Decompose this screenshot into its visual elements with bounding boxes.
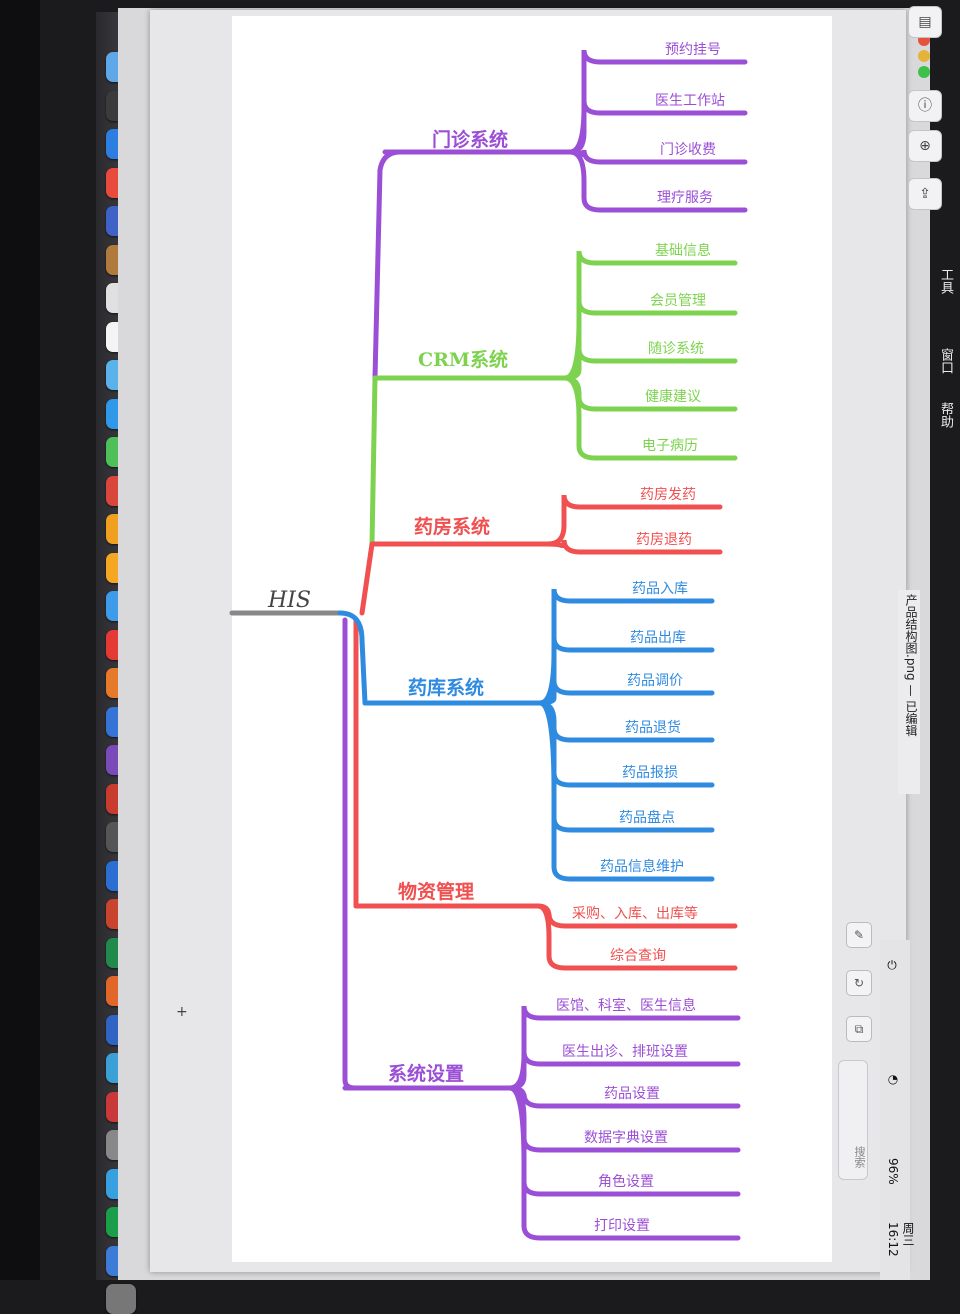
child-label: 药房发药: [640, 487, 696, 503]
child-connector: [537, 680, 715, 706]
child-connector: [537, 637, 715, 706]
menubar-status: ⏻ ◔ 96% 周三16:12: [880, 940, 915, 1280]
child-label: 药品出库: [630, 630, 686, 646]
child-connector: [567, 100, 748, 155]
monitor-bezel: [0, 0, 40, 1280]
battery-status[interactable]: 96%: [886, 1158, 900, 1185]
branch-label: 系统设置: [388, 1062, 464, 1085]
zoom-in-icon[interactable]: ⊕: [908, 130, 942, 162]
child-connector: [567, 149, 748, 213]
child-label: 随诊系统: [648, 341, 704, 357]
child-label: 健康建议: [645, 388, 701, 405]
share-icon[interactable]: ⇪: [908, 178, 942, 210]
sidebar-icon[interactable]: ▤: [908, 6, 942, 38]
child-label: 医馆、科室、医生信息: [556, 997, 696, 1014]
child-label: 基础信息: [655, 242, 711, 259]
branch-label: 物资管理: [398, 880, 474, 903]
pen-icon[interactable]: ✎: [846, 922, 872, 948]
menu-tools[interactable]: 工具: [938, 268, 953, 294]
child-connector: [535, 903, 738, 971]
child-connector: [537, 588, 715, 706]
child-label: 药品调价: [627, 673, 683, 689]
child-label: 药品报损: [622, 765, 678, 781]
child-label: 药品盘点: [619, 809, 675, 826]
dock-app-icon[interactable]: [106, 1284, 136, 1314]
child-label: 电子病历: [642, 438, 698, 454]
cursor-crosshair-icon: +: [176, 1004, 188, 1020]
branch-label: CRM系统: [418, 348, 508, 371]
branch-label: 门诊系统: [432, 128, 508, 151]
markup-controls: ✎ ↻ ⧉: [840, 920, 874, 1210]
child-connector: [537, 700, 715, 882]
child-connector: [562, 375, 738, 461]
minimize-window-button[interactable]: [918, 50, 930, 62]
rotate-icon[interactable]: ↻: [846, 970, 872, 996]
window-toolbar: ▤ ⓘ ⊕ ⇪: [906, 6, 946, 220]
search-input[interactable]: 搜索: [838, 1060, 868, 1180]
info-icon[interactable]: ⓘ: [908, 90, 942, 122]
trunk-line: [359, 541, 375, 616]
crop-icon[interactable]: ⧉: [846, 1016, 872, 1042]
wifi-icon[interactable]: ◔: [886, 1072, 900, 1086]
trunk-line: [369, 375, 378, 547]
zoom-window-button[interactable]: [918, 66, 930, 78]
root-label: HIS: [267, 588, 311, 613]
image-canvas: [232, 16, 832, 1262]
child-connector: [545, 494, 723, 547]
power-icon[interactable]: ⏻: [886, 960, 900, 972]
menu-window[interactable]: 窗口: [938, 348, 953, 374]
branch-label: 药库系统: [408, 676, 484, 699]
child-label: 预约挂号: [665, 42, 721, 58]
child-connector: [545, 539, 723, 555]
child-label: 医生出诊、排班设置: [562, 1044, 688, 1060]
child-connector: [507, 1085, 741, 1241]
child-label: 门诊收费: [660, 142, 716, 158]
menu-help[interactable]: 帮助: [938, 402, 953, 428]
child-connector: [567, 149, 748, 165]
child-label: 药品信息维护: [600, 858, 684, 875]
window-title: 产品结构图.png — 已编辑: [898, 590, 920, 794]
child-label: 会员管理: [650, 293, 706, 309]
child-label: 药品设置: [604, 1086, 660, 1102]
clock[interactable]: 周三16:12: [886, 1222, 915, 1257]
child-label: 综合查询: [610, 948, 666, 964]
branch-label: 药房系统: [414, 515, 490, 538]
child-label: 角色设置: [598, 1173, 654, 1190]
child-label: 数据字典设置: [584, 1130, 668, 1146]
child-label: 药房退药: [636, 532, 692, 548]
child-label: 采购、入库、出库等: [572, 905, 698, 922]
child-label: 理疗服务: [657, 190, 713, 206]
trunk-line: [337, 610, 368, 706]
child-label: 医生工作站: [655, 93, 725, 109]
child-connector: [562, 300, 738, 381]
child-label: 药品退货: [625, 719, 681, 736]
child-label: 打印设置: [594, 1217, 650, 1234]
trunk-line: [372, 149, 403, 381]
child-label: 药品入库: [632, 581, 688, 597]
